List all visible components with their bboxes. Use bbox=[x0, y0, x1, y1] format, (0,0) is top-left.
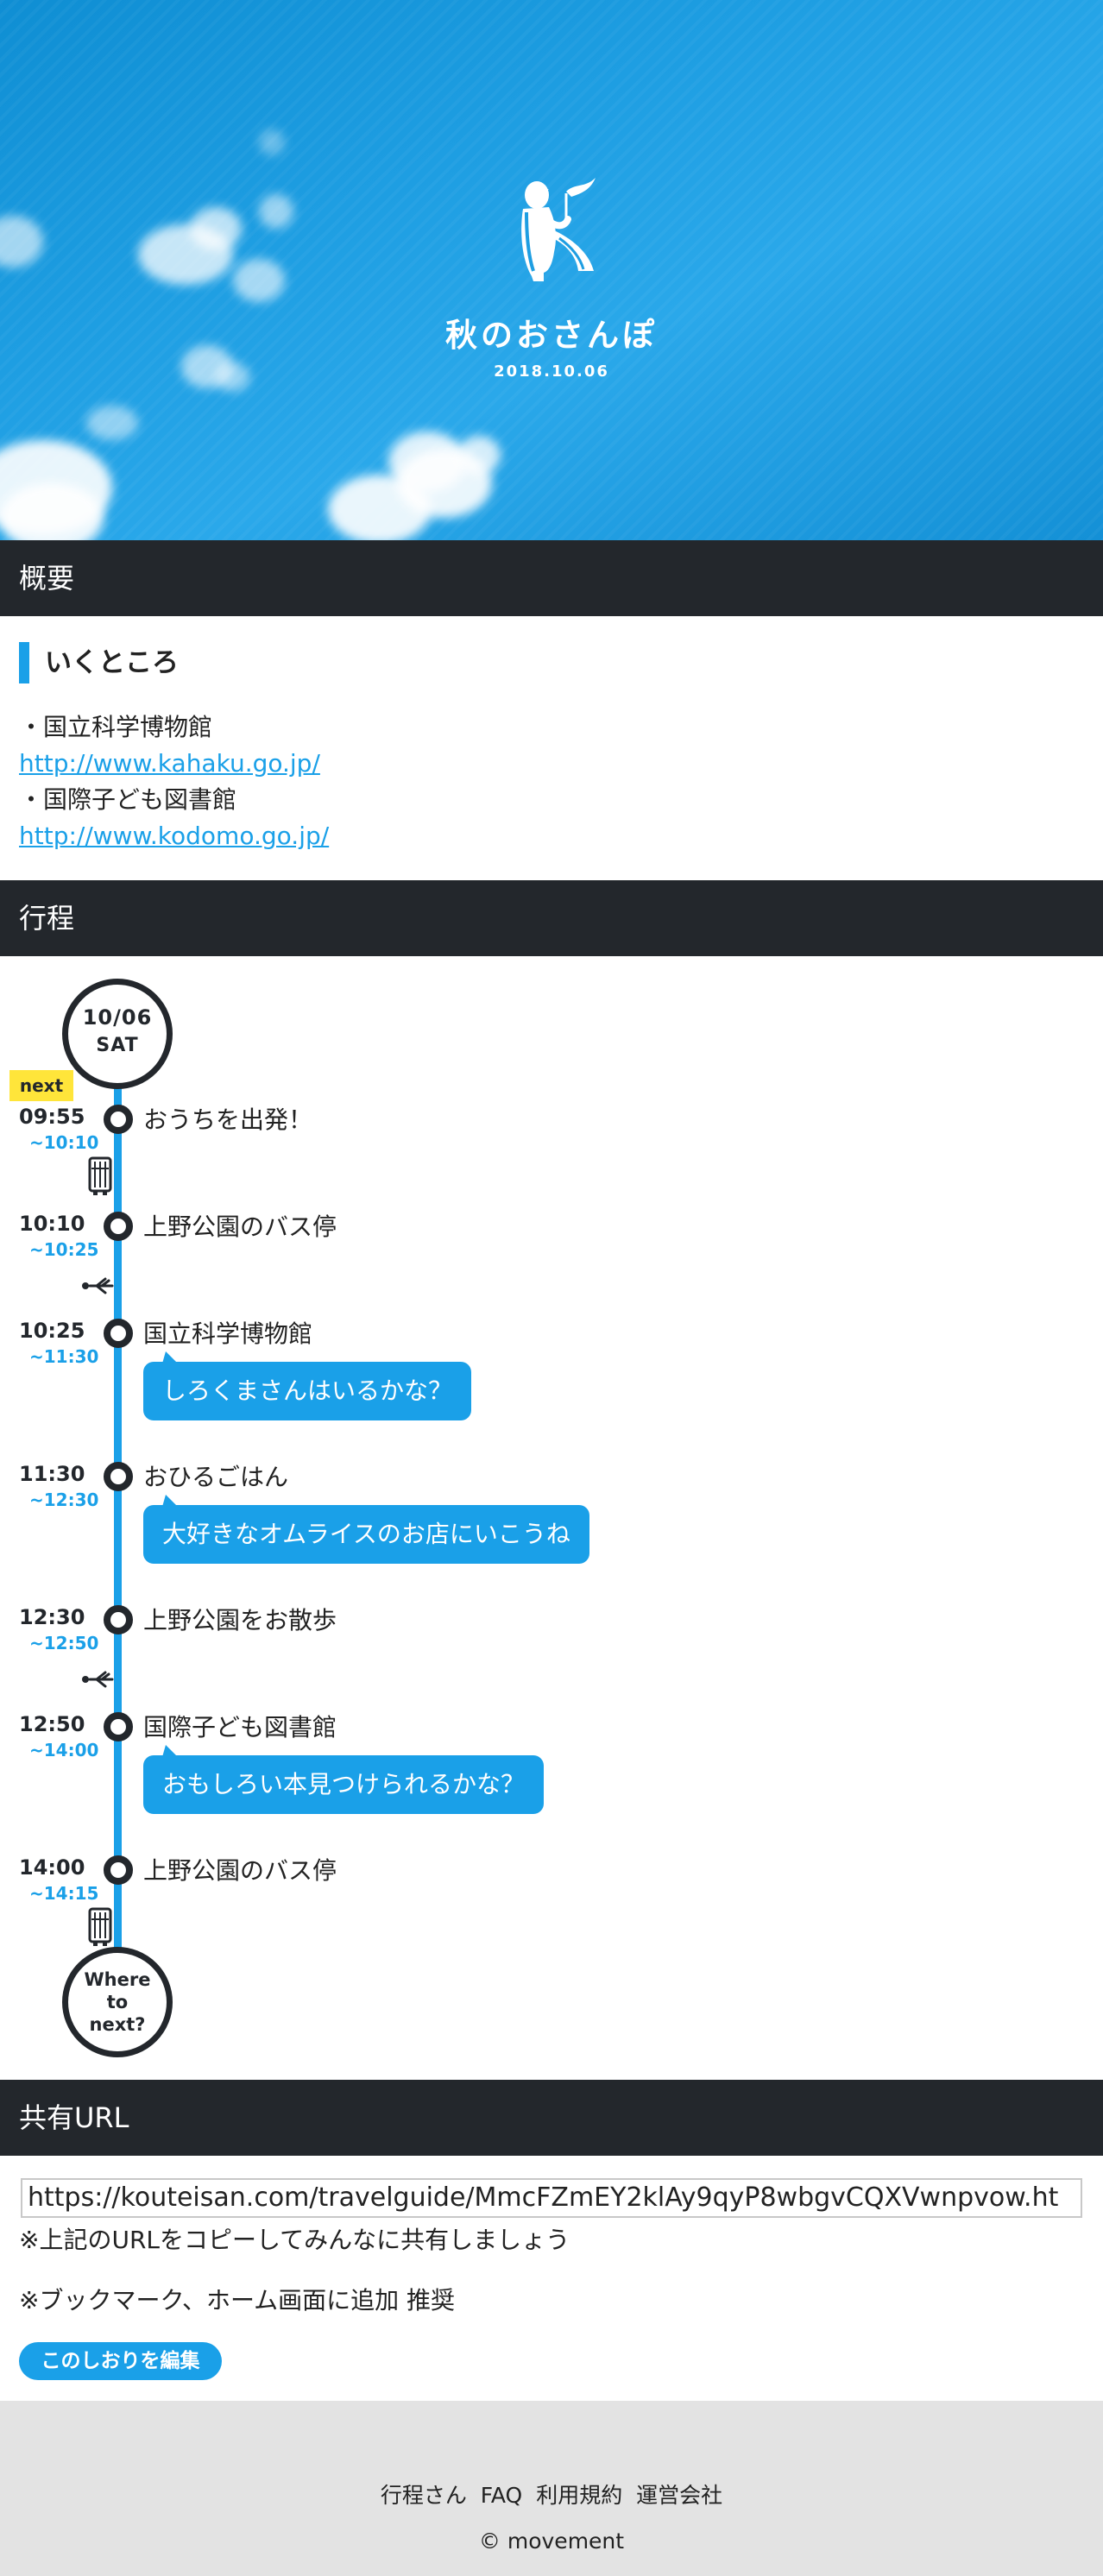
section-header-schedule: 行程 bbox=[0, 880, 1103, 956]
cloud bbox=[233, 259, 285, 302]
section-header-overview: 概要 bbox=[0, 540, 1103, 616]
timeline-node bbox=[104, 1855, 133, 1885]
bus-icon bbox=[88, 1907, 112, 1946]
timeline-node bbox=[104, 1462, 133, 1491]
time-start: 09:55 bbox=[19, 1105, 85, 1129]
schedule-place: おひるごはん bbox=[143, 1463, 289, 1491]
footer-link-faq[interactable]: FAQ bbox=[480, 2483, 523, 2508]
cloud bbox=[259, 194, 293, 229]
penguin-logo-icon bbox=[521, 178, 596, 281]
end-line: to bbox=[106, 1992, 129, 2012]
schedule-place: 上野公園をお散歩 bbox=[143, 1606, 337, 1634]
time-start: 12:30 bbox=[19, 1605, 85, 1629]
time-start: 10:10 bbox=[19, 1212, 85, 1236]
place-name: ・国際子ども図書館 bbox=[19, 785, 237, 814]
timeline-node bbox=[104, 1319, 133, 1348]
time-end: ~12:30 bbox=[29, 1490, 99, 1510]
place-link[interactable]: http://www.kodomo.go.jp/ bbox=[19, 822, 330, 850]
timeline-node bbox=[104, 1212, 133, 1241]
comment-bubble: しろくまさんはいるかな？ bbox=[143, 1351, 472, 1420]
comment-bubble: 大好きなオムライスのお店にいこうね bbox=[143, 1495, 589, 1564]
time-end: ~12:50 bbox=[29, 1633, 99, 1653]
end-line: next? bbox=[89, 2014, 146, 2035]
time-end: ~14:15 bbox=[29, 1883, 99, 1904]
timeline-line bbox=[114, 1079, 122, 1968]
places-subtitle: いくところ bbox=[19, 642, 179, 683]
footer-link-company[interactable]: 運営会社 bbox=[636, 2483, 723, 2508]
cloud bbox=[0, 483, 104, 540]
share-url-field[interactable]: https://kouteisan.com/travelguide/MmcFZm… bbox=[21, 2178, 1082, 2218]
schedule-place: 上野公園のバス停 bbox=[143, 1212, 337, 1241]
edit-guide-button[interactable]: このしおりを編集 bbox=[19, 2342, 222, 2380]
schedule-place: 国際子ども図書館 bbox=[143, 1713, 337, 1741]
date-circle: 10/06 SAT bbox=[62, 979, 173, 1089]
cloud bbox=[86, 406, 138, 440]
hero-banner: 秋のおさんぽ 2018.10.06 bbox=[0, 0, 1103, 540]
walk-icon bbox=[82, 1277, 114, 1294]
time-end: ~10:10 bbox=[29, 1132, 99, 1153]
footer: 行程さん FAQ 利用規約 運営会社 © movement bbox=[0, 2401, 1103, 2576]
schedule-place: 上野公園のバス停 bbox=[143, 1856, 337, 1885]
footer-link-terms[interactable]: 利用規約 bbox=[536, 2483, 623, 2508]
trip-date: 2018.10.06 bbox=[494, 362, 609, 381]
schedule-place: おうちを出発！ bbox=[143, 1105, 313, 1134]
cloud bbox=[190, 207, 242, 250]
cloud bbox=[259, 129, 285, 155]
time-end: ~11:30 bbox=[29, 1346, 99, 1367]
cloud bbox=[457, 436, 501, 475]
date-day: 10/06 bbox=[82, 1005, 153, 1030]
footer-link-home[interactable]: 行程さん bbox=[380, 2483, 467, 2508]
time-end: ~10:25 bbox=[29, 1239, 99, 1260]
date-weekday: SAT bbox=[96, 1035, 139, 1056]
timeline-node bbox=[104, 1605, 133, 1634]
next-badge: next bbox=[9, 1070, 73, 1101]
where-to-next-button[interactable]: Where to next? bbox=[62, 1947, 173, 2057]
end-line: Where bbox=[84, 1969, 151, 1990]
section-header-share: 共有URL bbox=[0, 2080, 1103, 2156]
time-start: 12:50 bbox=[19, 1712, 85, 1736]
bookmark-note: ※ブックマーク、ホーム画面に追加 推奨 bbox=[19, 2286, 456, 2315]
time-start: 14:00 bbox=[19, 1855, 85, 1880]
cloud bbox=[216, 362, 250, 392]
copyright: © movement bbox=[478, 2529, 625, 2554]
walk-icon bbox=[82, 1671, 114, 1688]
time-end: ~14:00 bbox=[29, 1740, 99, 1760]
timeline-node bbox=[104, 1105, 133, 1134]
time-start: 11:30 bbox=[19, 1462, 85, 1486]
bus-icon bbox=[88, 1156, 112, 1195]
time-start: 10:25 bbox=[19, 1319, 85, 1343]
trip-title: 秋のおさんぽ bbox=[445, 317, 658, 354]
comment-bubble: おもしろい本見つけられるかな？ bbox=[143, 1745, 545, 1814]
place-name: ・国立科学博物館 bbox=[19, 713, 213, 741]
timeline-node bbox=[104, 1712, 133, 1741]
schedule-place: 国立科学博物館 bbox=[143, 1319, 313, 1348]
place-link[interactable]: http://www.kahaku.go.jp/ bbox=[19, 749, 320, 778]
footer-links: 行程さん FAQ 利用規約 運営会社 bbox=[0, 2478, 1103, 2510]
share-note: ※上記のURLをコピーしてみんなに共有しましょう bbox=[19, 2226, 570, 2254]
